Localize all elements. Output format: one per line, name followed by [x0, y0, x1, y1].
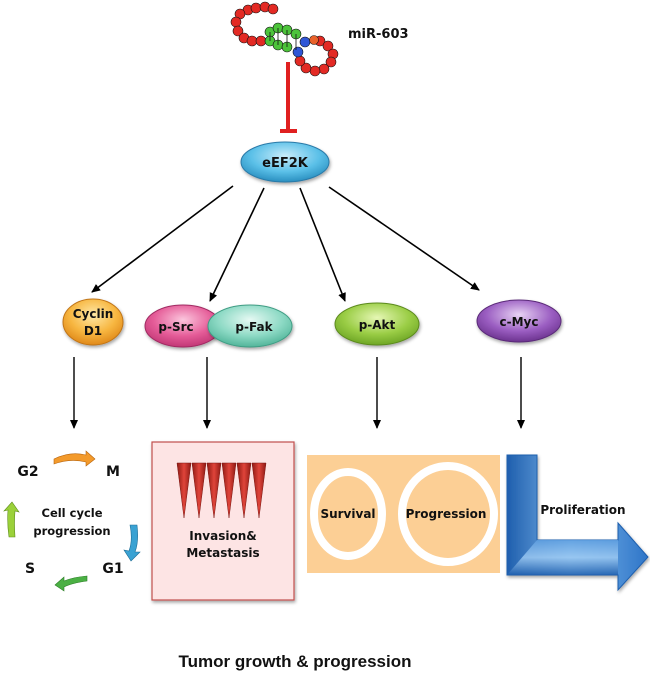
invasion-spike [221, 462, 237, 519]
mirna-label: miR-603 [348, 27, 409, 42]
infinity-loop-icon [310, 462, 498, 566]
cell-cycle-label-line1: Cell cycle [42, 506, 103, 520]
cell-cycle-label-line2: progression [33, 524, 110, 538]
arrow-eef2k-to-cyclin [91, 185, 234, 293]
node-eef2k-label: eEF2K [262, 156, 309, 171]
node-p-fak[interactable] [207, 304, 293, 348]
phase-g2: G2 [17, 464, 38, 480]
arrow-eef2k-to-myc [328, 186, 480, 291]
progression-label: Progression [406, 507, 487, 521]
invasion-spike [191, 462, 207, 519]
invasion-spikes-icon [176, 462, 267, 519]
invasion-spike [206, 462, 222, 519]
inhibition-bar [280, 62, 297, 133]
phase-s: S [25, 561, 35, 577]
node-cyclin-label-line1: Cyclin [73, 307, 114, 321]
arrow-s-to-g2-icon [3, 501, 20, 538]
arrow-eef2k-to-src-fak [209, 187, 265, 302]
node-p-fak-label: p-Fak [235, 320, 273, 334]
mirna-hairpin-icon [230, 1, 339, 77]
node-cyclin-label-line2: D1 [84, 324, 102, 338]
arrow-eef2k-to-akt [299, 187, 346, 302]
node-p-src-label: p-Src [158, 320, 193, 334]
cell-cycle-panel [3, 450, 141, 592]
diagram-footer-title: Tumor growth & progression [179, 652, 412, 671]
node-p-akt[interactable] [334, 302, 420, 346]
arrow-m-to-g1-icon [123, 524, 141, 562]
node-cyclin-d1[interactable] [62, 298, 124, 346]
proliferation-label: Proliferation [540, 503, 625, 517]
node-c-myc-label: c-Myc [500, 315, 539, 329]
proliferation-arrow-icon [506, 454, 649, 592]
invasion-spike [251, 462, 267, 519]
invasion-label-line1: Invasion& [189, 529, 256, 543]
phase-m: M [106, 464, 120, 480]
node-c-myc[interactable] [476, 299, 562, 343]
arrow-g2-to-m-icon [53, 450, 96, 467]
invasion-spike [236, 462, 252, 519]
invasion-spike [176, 462, 192, 519]
node-eef2k[interactable] [240, 141, 330, 183]
arrow-g1-to-s-icon [54, 575, 88, 592]
survival-label: Survival [320, 507, 375, 521]
invasion-label-line2: Metastasis [186, 546, 259, 560]
phase-g1: G1 [102, 561, 123, 577]
node-p-akt-label: p-Akt [359, 318, 396, 332]
